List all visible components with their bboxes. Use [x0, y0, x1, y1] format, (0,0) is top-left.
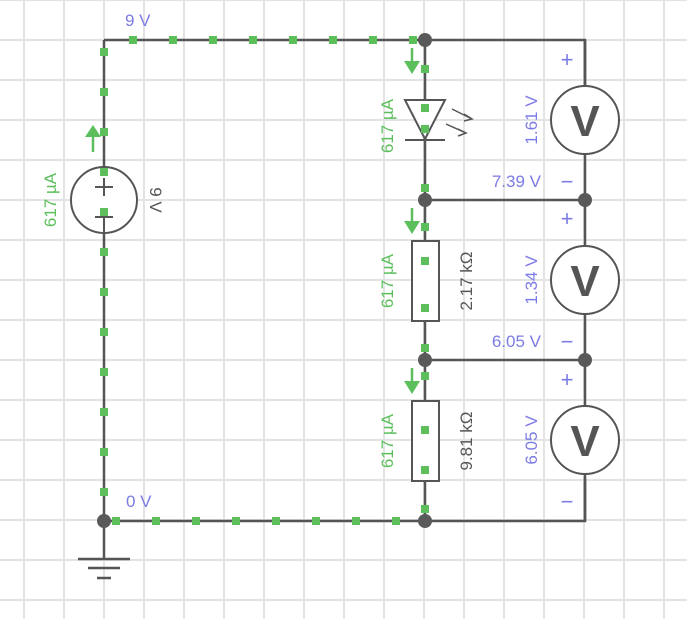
battery-plus-icon — [95, 178, 113, 196]
current-dot — [312, 517, 320, 525]
voltmeter-1[interactable]: V + − 1.61 V — [522, 47, 620, 194]
current-dot — [100, 168, 108, 176]
node-voltage-bottom: 0 V — [126, 492, 152, 511]
voltmeter-3[interactable]: V + − 6.05 V — [522, 367, 620, 514]
current-dot — [421, 304, 429, 312]
current-dot — [100, 48, 108, 56]
current-dot — [421, 466, 429, 474]
battery[interactable]: 9 V 617 µA — [41, 125, 165, 234]
led-body[interactable] — [403, 99, 447, 142]
voltmeter-2-minus: − — [561, 329, 574, 354]
junction-bottom[interactable] — [418, 514, 432, 528]
current-dot — [329, 36, 337, 44]
current-dot — [152, 517, 160, 525]
current-dot — [100, 328, 108, 336]
voltmeter-2-body[interactable] — [550, 245, 620, 315]
current-dot — [369, 36, 377, 44]
voltmeter-2-plus: + — [561, 206, 574, 231]
current-dot — [421, 344, 429, 352]
current-dot — [421, 426, 429, 434]
current-dot — [272, 517, 280, 525]
junction-ground[interactable] — [97, 514, 111, 528]
current-dot — [100, 88, 108, 96]
junction-voltmeter-1-2[interactable] — [578, 193, 592, 207]
voltmeter-1-reading: 1.61 V — [522, 95, 541, 145]
ground-icon[interactable] — [78, 557, 130, 580]
voltmeter-1-plus: + — [561, 47, 574, 72]
current-dot — [100, 448, 108, 456]
current-dot — [421, 223, 429, 231]
current-dot — [421, 125, 429, 133]
voltmeter-2-symbol: V — [570, 257, 600, 306]
battery-current-arrow-icon — [85, 125, 101, 152]
voltmeter-3-reading: 6.05 V — [522, 415, 541, 465]
resistor-2-current-arrow-icon — [404, 368, 420, 394]
resistor-2-current-label: 617 µA — [378, 413, 397, 468]
current-dot — [100, 128, 108, 136]
current-dot — [249, 36, 257, 44]
battery-minus-icon — [95, 216, 113, 233]
resistor-2[interactable]: 9.81 kΩ 617 µA — [378, 368, 476, 482]
current-dot — [100, 488, 108, 496]
node-voltage-junction-1: 7.39 V — [492, 172, 542, 191]
voltmeter-2-reading: 1.34 V — [522, 255, 541, 305]
current-dot — [100, 408, 108, 416]
current-dot — [100, 208, 108, 216]
resistor-2-label: 9.81 kΩ — [457, 411, 476, 470]
junctions — [97, 33, 592, 528]
current-dot — [100, 288, 108, 296]
voltmeter-1-minus: − — [561, 169, 574, 194]
current-dot — [289, 36, 297, 44]
voltmeter-1-symbol: V — [570, 97, 600, 146]
led[interactable]: 617 µA — [378, 48, 474, 153]
battery-voltage-label: 9 V — [146, 187, 165, 213]
junction-top[interactable] — [418, 33, 432, 47]
current-flow-dots — [100, 36, 429, 525]
current-dot — [169, 36, 177, 44]
current-dot — [392, 517, 400, 525]
resistor-1-current-arrow-icon — [404, 208, 420, 234]
current-dot — [192, 517, 200, 525]
current-dot — [112, 517, 120, 525]
junction-resistors[interactable] — [418, 353, 432, 367]
current-dot — [409, 36, 417, 44]
current-dot — [100, 248, 108, 256]
node-voltage-junction-2: 6.05 V — [492, 332, 542, 351]
led-current-label: 617 µA — [378, 98, 397, 153]
node-voltage-top: 9 V — [125, 11, 151, 30]
voltmeter-2[interactable]: V + − 1.34 V — [522, 206, 620, 354]
resistor-1-current-label: 617 µA — [378, 253, 397, 308]
led-light-icon — [445, 108, 474, 137]
battery-current-label: 617 µA — [41, 172, 60, 227]
junction-led-resistor[interactable] — [418, 193, 432, 207]
current-dot — [129, 36, 137, 44]
voltmeter-1-body[interactable] — [550, 85, 620, 155]
voltmeter-3-symbol: V — [570, 417, 600, 466]
junction-voltmeter-2-3[interactable] — [578, 353, 592, 367]
resistor-1[interactable]: 2.17 kΩ 617 µA — [378, 208, 476, 322]
voltmeter-3-plus: + — [561, 367, 574, 392]
led-current-arrow-icon — [404, 48, 420, 74]
current-dot — [421, 505, 429, 513]
voltmeter-3-minus: − — [561, 489, 574, 514]
current-dot — [232, 517, 240, 525]
current-dot — [352, 517, 360, 525]
current-dot — [421, 104, 429, 112]
current-dot — [421, 65, 429, 73]
current-dot — [421, 257, 429, 265]
current-dot — [421, 184, 429, 192]
current-dot — [100, 368, 108, 376]
resistor-1-label: 2.17 kΩ — [457, 251, 476, 310]
voltmeter-3-body[interactable] — [550, 405, 620, 475]
current-dot — [209, 36, 217, 44]
current-dot — [421, 372, 429, 380]
